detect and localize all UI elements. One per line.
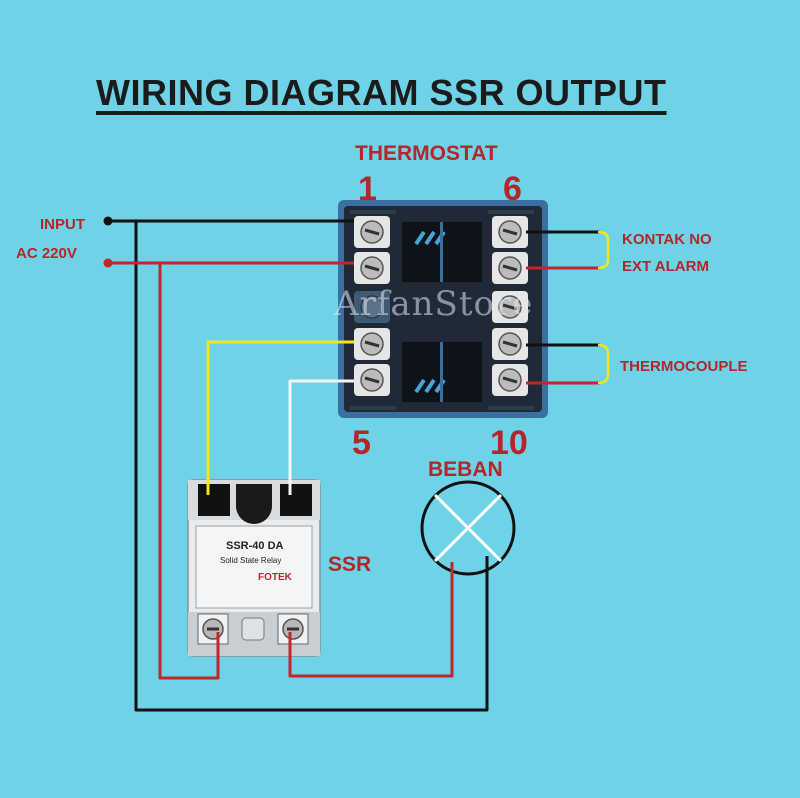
wire-thermocouple: [526, 343, 600, 385]
diagram-title: WIRING DIAGRAM SSR OUTPUT: [96, 72, 667, 113]
input-terminal-dot-1: [103, 216, 113, 226]
kontak-bracket: [597, 230, 610, 270]
ssr-type-text: Solid State Relay: [220, 556, 282, 565]
kontak-no-label: KONTAK NO: [622, 231, 712, 248]
thermocouple-bracket: [597, 343, 610, 385]
pin-6-label: 6: [503, 170, 522, 208]
wire-input-black: [108, 219, 489, 712]
input-voltage-label: AC 220V: [16, 245, 77, 262]
thermostat-terminals-right: [492, 216, 528, 396]
wire-ssr-to-lamp: [288, 562, 454, 678]
ext-alarm-label: EXT ALARM: [622, 258, 709, 275]
input-terminal-dot-2: [103, 258, 113, 268]
ssr-brand-text: FOTEK: [258, 572, 292, 583]
watermark-text: ArfanStore: [334, 284, 534, 324]
thermocouple-label: THERMOCOUPLE: [620, 358, 748, 375]
thermostat-terminals-left: [354, 216, 390, 396]
pin-5-label: 5: [352, 424, 371, 462]
beban-label: BEBAN: [428, 458, 503, 481]
wire-kontak-no: [526, 230, 600, 270]
ssr-label: SSR: [328, 553, 372, 576]
ssr-body: [187, 479, 321, 657]
ssr-model-text: SSR-40 DA: [226, 540, 284, 552]
wire-control-white: [288, 379, 354, 495]
thermostat-label: THERMOSTAT: [355, 142, 498, 165]
wire-control-yellow: [206, 340, 354, 495]
input-label: INPUT: [40, 216, 85, 233]
pin-10-label: 10: [490, 424, 528, 462]
lamp-symbol: [420, 480, 516, 576]
pin-1-label: 1: [358, 170, 377, 208]
wire-input-red: [108, 261, 354, 680]
